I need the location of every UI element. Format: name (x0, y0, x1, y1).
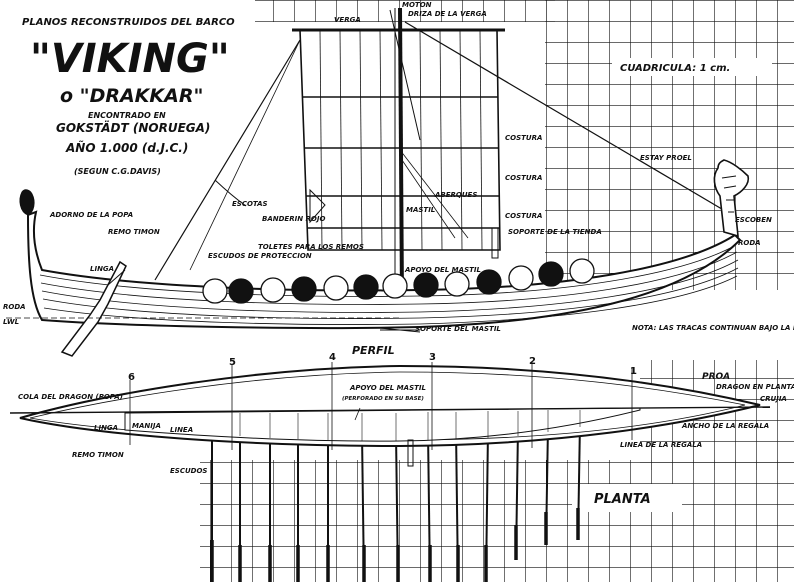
label-plan-linga: LINGA (94, 424, 118, 432)
label-verga: VERGA (334, 16, 361, 24)
shield (228, 278, 254, 304)
label-bandera: BANDERIN ROJO (262, 215, 325, 223)
shield (569, 258, 595, 284)
label-roda-popa: RODA (3, 303, 26, 311)
found-place: GOKSTÄDT (NORUEGA) (56, 120, 210, 135)
hull-strakes (39, 244, 739, 325)
red-pennant (309, 188, 326, 224)
grid-top-band (255, 0, 555, 22)
shield (382, 273, 408, 299)
label-proa: PROA (702, 372, 730, 382)
station-4: 4 (329, 352, 336, 363)
shield (353, 274, 379, 300)
stern-ornament (19, 189, 35, 216)
profile-title: PERFIL (352, 344, 395, 357)
shield (291, 276, 317, 302)
label-costura-1: COSTURA (505, 134, 542, 142)
profile-labels: MOTON VERGA DRIZA DE LA VERGA COSTURA CO… (3, 1, 794, 333)
label-roda-proa: RODA (738, 239, 761, 247)
label-ancho-regala: ANCHO DE LA REGALA (681, 422, 769, 430)
label-nota: NOTA: LAS TRACAS CONTINUAN BAJO LA LWL (632, 324, 794, 332)
sheet-arc (214, 179, 247, 207)
label-apoyo-mastil: APOYO DEL MASTIL (404, 266, 481, 274)
shield (260, 277, 286, 303)
found-in: ENCONTRADO EN (88, 111, 166, 120)
ship-alt-name: o "DRAKKAR" (60, 85, 203, 107)
label-escoben: ESCOBEN (735, 216, 772, 224)
plan-title: PLANTA (594, 492, 651, 507)
label-costura-3: COSTURA (505, 212, 542, 220)
label-linea: LINEA (170, 426, 193, 434)
shield (538, 261, 564, 287)
plan-labels: COLA DEL DRAGON (POPA) LINGA MANIJA LINE… (18, 372, 794, 475)
station-numbers: 6 5 4 3 2 1 (128, 352, 637, 383)
label-dragon-planta: DRAGON EN PLANTA (716, 383, 794, 391)
label-toletes: TOLETES PARA LOS REMOS (258, 243, 364, 251)
title-line1: PLANOS RECONSTRUIDOS DEL BARCO (22, 17, 235, 28)
label-adorno: ADORNO DE LA POPA (49, 211, 133, 219)
label-escotas: ESCOTAS (232, 200, 268, 208)
station-6: 6 (128, 372, 135, 383)
label-crujia: CRUJIA (760, 395, 787, 403)
profile-view (6, 7, 750, 357)
label-manija: MANIJA (132, 422, 161, 430)
plan-deck-lines (239, 410, 581, 441)
label-plan-escudos: ESCUDOS (170, 467, 207, 475)
dragon-head (713, 159, 750, 238)
shield (444, 271, 470, 297)
label-plan-apoyo-sub: (PERFORADO EN SU BASE) (342, 396, 424, 402)
label-plan-apoyo: APOYO DEL MASTIL (349, 384, 426, 392)
station-lines (129, 362, 633, 450)
label-plan-remo-timon: REMO TIMON (72, 451, 124, 459)
station-5: 5 (229, 357, 236, 368)
label-aberques: ABERQUES (434, 191, 477, 199)
steering-oar (60, 260, 127, 357)
title-block: PLANOS RECONSTRUIDOS DEL BARCO "VIKING" … (22, 17, 235, 176)
label-moton: MOTON (402, 1, 432, 9)
plan-view (9, 362, 771, 582)
label-lwl: LWL (3, 318, 19, 326)
shield (323, 275, 349, 301)
label-soporte-tienda: SOPORTE DE LA TIENDA (508, 228, 602, 236)
mast (398, 7, 404, 301)
sheet-line (154, 39, 301, 281)
shield (202, 278, 228, 304)
label-remo-timon: REMO TIMON (108, 228, 160, 236)
label-escudos: ESCUDOS DE PROTECCION (208, 252, 312, 260)
shield (413, 272, 439, 298)
year: AÑO 1.000 (d.J.C.) (65, 140, 188, 155)
label-cola: COLA DEL DRAGON (POPA) (18, 393, 123, 401)
shields (202, 258, 595, 304)
grid-top-right (545, 0, 794, 290)
halyard (389, 9, 421, 141)
centreline (9, 406, 771, 414)
label-driza: DRIZA DE LA VERGA (408, 10, 487, 18)
ship-name: "VIKING" (30, 36, 230, 82)
source: (SEGUN C.G.DAVIS) (74, 167, 161, 176)
label-estay: ESTAY PROEL (640, 154, 692, 162)
forestay (404, 21, 733, 216)
station-2: 2 (529, 356, 536, 367)
label-mastil: MASTIL (406, 206, 435, 214)
grid-bottom (200, 460, 794, 582)
label-linga: LINGA (90, 265, 114, 273)
mast-step (407, 439, 414, 467)
label-linea-regala: LINEA DE LA REGALA (620, 441, 702, 449)
shield (476, 269, 502, 295)
label-costura-2: COSTURA (505, 174, 542, 182)
oar-blades (210, 508, 580, 582)
station-1: 1 (630, 366, 637, 377)
grid-note: CUADRICULA: 1 cm. (620, 63, 730, 74)
station-3: 3 (429, 352, 436, 363)
label-soporte-mastil: SOPORTE DEL MASTIL (415, 325, 501, 333)
shield (508, 265, 534, 291)
tent-support (491, 227, 499, 259)
